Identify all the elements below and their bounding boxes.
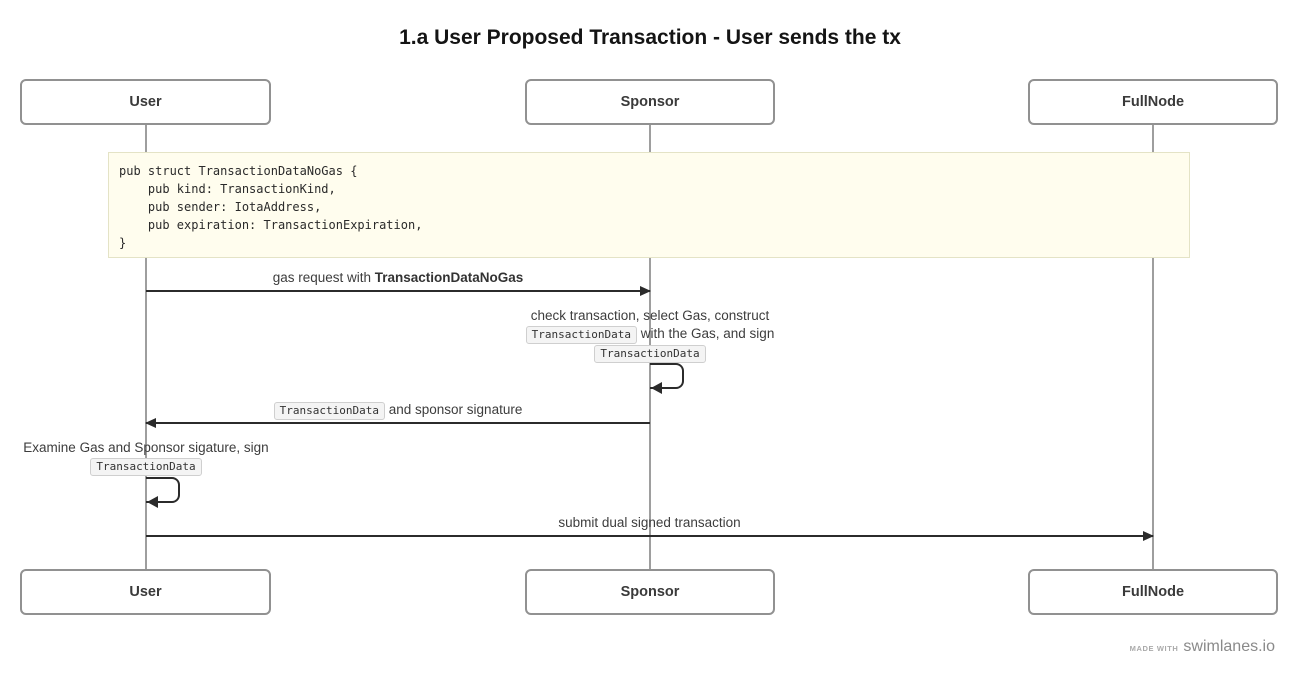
note-line-1: Examine Gas and Sponsor sigature, sign bbox=[16, 439, 276, 457]
code-note: pub struct TransactionDataNoGas { pub ki… bbox=[108, 152, 1190, 258]
code-note-text: pub struct TransactionDataNoGas { pub ki… bbox=[119, 164, 423, 250]
message-sponsor-reply: TransactionData and sponsor signature bbox=[145, 400, 650, 428]
note-line-2: TransactionData bbox=[16, 457, 276, 476]
actor-label: FullNode bbox=[1121, 94, 1185, 110]
actor-sponsor-top: Sponsor bbox=[525, 79, 775, 125]
label-text: with the Gas, and sign bbox=[637, 326, 775, 341]
message-label: TransactionData and sponsor signature bbox=[146, 401, 650, 420]
user-self-loop-arrow bbox=[146, 477, 180, 508]
label-text: Examine Gas and Sponsor sigature, sign bbox=[23, 440, 269, 455]
inline-code-badge: TransactionData bbox=[90, 458, 202, 476]
label-text: submit dual signed transaction bbox=[558, 515, 741, 530]
inline-code-badge: TransactionData bbox=[273, 402, 385, 420]
arrow-line bbox=[146, 535, 1153, 537]
message-gas-request: gas request with TransactionDataNoGas bbox=[146, 268, 651, 296]
footer-branding: made with swimlanes.io bbox=[1130, 638, 1275, 656]
actor-label: User bbox=[129, 584, 162, 600]
label-text: and sponsor signature bbox=[385, 402, 523, 417]
arrowhead-right-icon bbox=[1143, 531, 1154, 541]
note-line-2: TransactionData with the Gas, and sign bbox=[450, 325, 850, 344]
actor-label: FullNode bbox=[1121, 584, 1185, 600]
arrow-line bbox=[146, 422, 650, 424]
actor-user-bottom: User bbox=[20, 569, 271, 615]
made-with-label: made with bbox=[1129, 644, 1179, 653]
actor-user-top: User bbox=[20, 79, 271, 125]
actor-label: Sponsor bbox=[620, 94, 680, 110]
lifeline-user bbox=[145, 123, 147, 570]
swimlanes-brand-link[interactable]: swimlanes.io bbox=[1183, 638, 1275, 655]
label-emphasis: TransactionDataNoGas bbox=[374, 270, 524, 285]
actor-fullnode-top: FullNode bbox=[1028, 79, 1278, 125]
message-label: submit dual signed transaction bbox=[146, 514, 1153, 532]
arrowhead-left-icon bbox=[145, 418, 156, 428]
arrow-line bbox=[146, 290, 650, 292]
label-text: check transaction, select Gas, construct bbox=[530, 308, 770, 323]
inline-code-badge: TransactionData bbox=[525, 326, 637, 344]
note-line-3: TransactionData bbox=[450, 344, 850, 363]
lifeline-fullnode bbox=[1152, 123, 1154, 570]
note-line-1: check transaction, select Gas, construct bbox=[450, 307, 850, 325]
arrowhead-left-icon bbox=[147, 496, 158, 508]
sponsor-self-loop-arrow bbox=[650, 363, 684, 394]
sponsor-self-note: check transaction, select Gas, construct… bbox=[450, 307, 850, 363]
message-label: gas request with TransactionDataNoGas bbox=[146, 269, 650, 287]
actor-fullnode-bottom: FullNode bbox=[1028, 569, 1278, 615]
label-text: gas request with bbox=[272, 270, 375, 285]
actor-label: Sponsor bbox=[620, 584, 680, 600]
actor-label: User bbox=[129, 94, 162, 110]
user-self-note: Examine Gas and Sponsor sigature, sign T… bbox=[16, 439, 276, 476]
inline-code-badge: TransactionData bbox=[594, 345, 706, 363]
message-submit-transaction: submit dual signed transaction bbox=[146, 513, 1154, 541]
actor-sponsor-bottom: Sponsor bbox=[525, 569, 775, 615]
arrowhead-left-icon bbox=[651, 382, 662, 394]
arrowhead-right-icon bbox=[640, 286, 651, 296]
diagram-title: 1.a User Proposed Transaction - User sen… bbox=[399, 26, 901, 49]
